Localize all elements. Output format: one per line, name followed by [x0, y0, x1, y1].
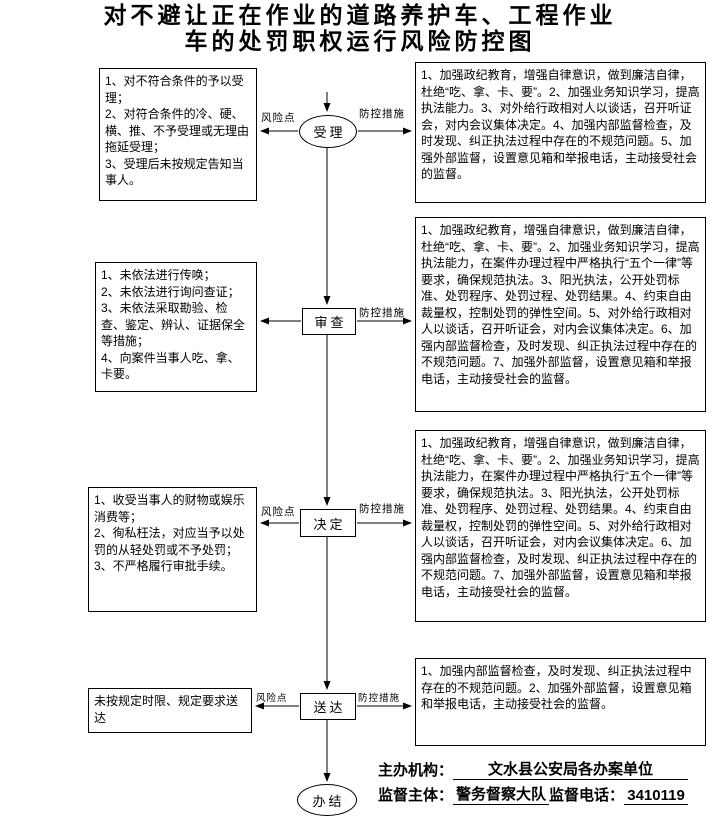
flow-node-review: 审查	[302, 308, 356, 335]
page-title-line1: 对不避让正在作业的道路养护车、工程作业	[103, 2, 617, 28]
flow-node-deliver: 送达	[300, 693, 356, 720]
accept-control-label: 防控措施	[359, 108, 405, 120]
supervisor-value: 警务督察大队	[453, 783, 550, 805]
risk-box-deliver: 未按规定时限、规定要求送达	[88, 688, 252, 733]
phone-label: 监督电话：	[549, 787, 625, 804]
decide-control-label: 防控措施	[359, 503, 405, 515]
control-box-review: 1、加强政纪教育，增强自律意识，做到廉洁自律，杜绝“吃、拿、卡、要”。2、加强业…	[415, 217, 706, 412]
host-label: 主办机构：	[378, 762, 454, 779]
footer-supervisor-line: 监督主体： 警务督察大队 监督电话： 3410119	[378, 783, 689, 805]
accept-risk-label: 风险点	[261, 112, 296, 124]
page-title: 对不避让正在作业的道路养护车、工程作业 车的处罚职权运行风险防控图	[0, 2, 720, 55]
control-box-decide: 1、加强政纪教育，增强自律意识，做到廉洁自律，杜绝“吃、拿、卡、要”。2、加强业…	[415, 430, 706, 622]
footer-host-line: 主办机构： 文水县公安局各办案单位	[378, 758, 689, 780]
decide-risk-label: 风险点	[261, 506, 296, 518]
deliver-control-label: 防控措施	[358, 693, 401, 704]
flow-node-close: 办结	[297, 784, 357, 816]
supervisor-label: 监督主体：	[378, 787, 454, 804]
risk-box-accept: 1、对不符合条件的予以受理； 2、对符合条件的冷、硬、横、推、不予受理或无理由拖…	[99, 68, 257, 201]
host-value: 文水县公安局各办案单位	[453, 758, 689, 780]
deliver-risk-label: 风险点	[256, 693, 288, 704]
phone-value: 3410119	[624, 787, 689, 805]
risk-box-decide: 1、收受当事人的财物或娱乐消费等； 2、徇私枉法，对应当予以处罚的从轻处罚或不予…	[88, 487, 257, 612]
control-box-accept: 1、加强政纪教育，增强自律意识，做到廉洁自律，杜绝“吃、拿、卡、要”。2、加强业…	[415, 62, 706, 203]
control-box-deliver: 1、加强内部监督检查，及时发现、纠正执法过程中存在的不规范问题。2、加强外部监督…	[415, 658, 706, 746]
page-title-line2: 车的处罚职权运行风险防控图	[184, 27, 536, 54]
review-control-label: 防控措施	[359, 307, 405, 319]
risk-box-review: 1、未依法进行传唤； 2、未依法进行询问查证； 3、未依法采取勘验、检查、鉴定、…	[95, 262, 257, 392]
flow-node-decide: 决定	[300, 509, 356, 537]
flow-node-accept: 受理	[299, 115, 357, 148]
